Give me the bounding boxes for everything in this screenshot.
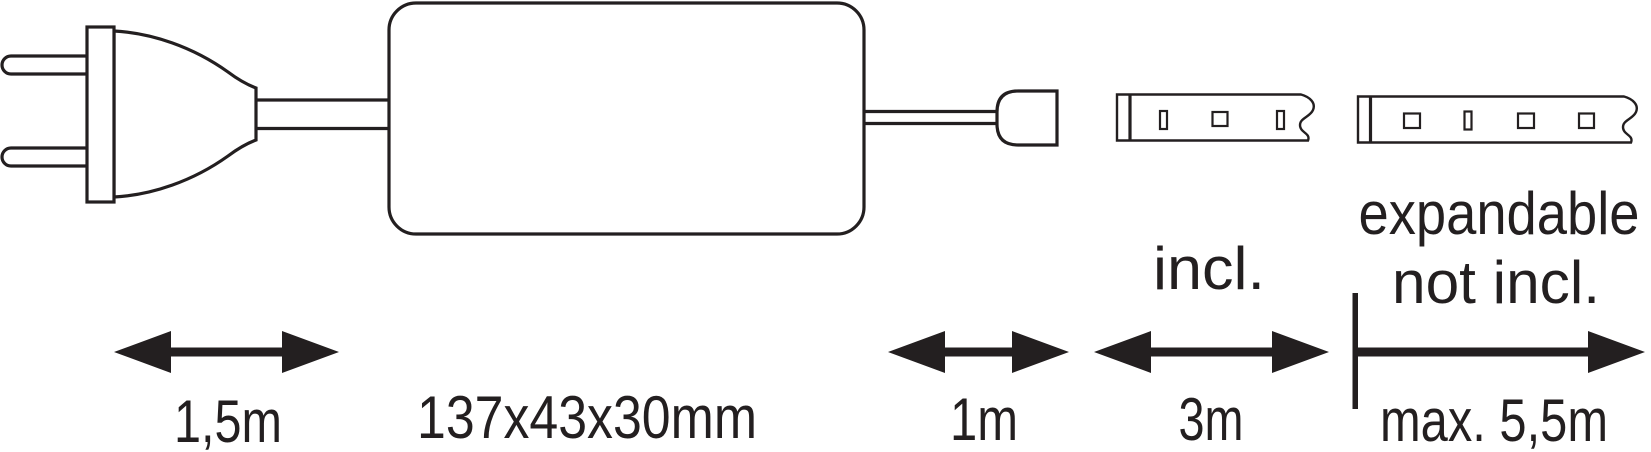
- label-driver-dimensions: 137x43x30mm: [417, 384, 757, 451]
- label-strip-length: 3m: [1179, 386, 1244, 452]
- label-expansion-max-length: max. 5,5m: [1380, 387, 1608, 452]
- led-chip-icon: [1402, 112, 1422, 130]
- led-chip-icon: [1516, 112, 1536, 130]
- driver-box: [387, 1, 866, 236]
- resistor-icon: [1275, 109, 1286, 131]
- label-expansion-note-line1: expandable: [1359, 180, 1640, 247]
- label-plug-cable-length: 1,5m: [174, 388, 282, 452]
- dimension-arrow-strip: [1094, 331, 1329, 373]
- label-output-cable-length: 1m: [950, 386, 1018, 452]
- dimension-arrow-output-cable: [888, 331, 1069, 373]
- dimension-arrow-plug-cable: [114, 331, 339, 373]
- strip-connector: [995, 89, 1059, 147]
- dimension-start-tick: [1352, 293, 1358, 409]
- led-chip-icon: [1577, 112, 1596, 130]
- dimension-arrow-expansion: [1352, 293, 1645, 409]
- expansion-arrowhead-icon: [1358, 331, 1645, 373]
- plug-pin-bottom-icon: [0, 146, 96, 168]
- led-chip-icon: [1211, 110, 1229, 128]
- label-expansion-note-line2: not incl.: [1392, 249, 1600, 316]
- led-strip-expansion-outline: [1356, 95, 1638, 144]
- mains-cable: [255, 98, 392, 131]
- plug-pin-top-icon: [0, 54, 96, 76]
- label-strip-note: incl.: [1153, 235, 1265, 302]
- resistor-icon: [1463, 110, 1473, 131]
- led-strip-expansion: [1356, 95, 1638, 144]
- resistor-icon: [1158, 109, 1169, 131]
- plug-face-plate: [85, 25, 116, 204]
- mains-plug: [0, 25, 258, 204]
- output-cable: [864, 109, 999, 126]
- plug-body: [112, 29, 258, 199]
- led-strip-included: [1115, 93, 1315, 142]
